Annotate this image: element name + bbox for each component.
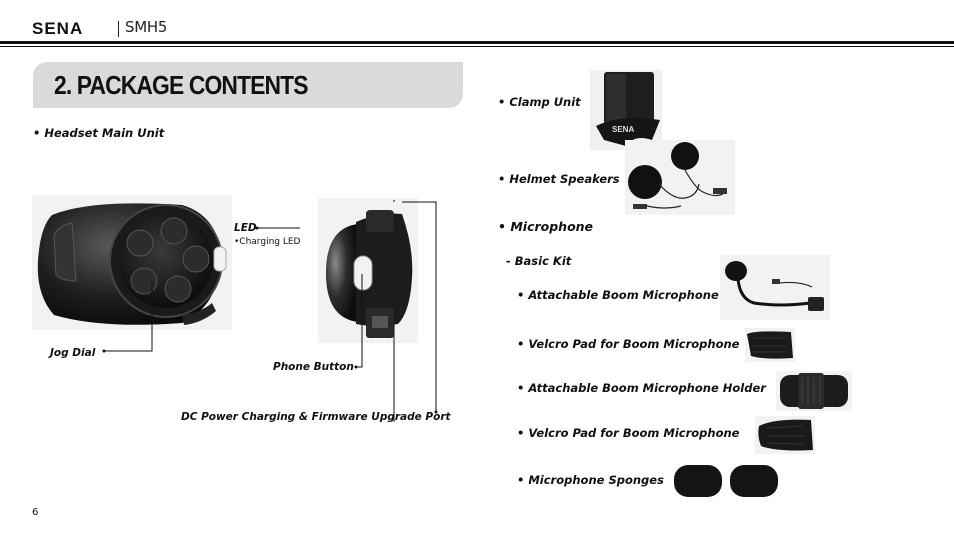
page-number: 6 [32, 507, 39, 518]
boom-microphone-holder-label: • Attachable Boom Microphone Holder [517, 381, 766, 395]
section-title-banner [33, 62, 463, 108]
section-title: 2. PACKAGE CONTENTS [54, 70, 309, 100]
headset-main-unit-label: • Headset Main Unit [33, 126, 165, 140]
velcro-pad-image-1 [745, 328, 795, 362]
microphone-sponges-label: • Microphone Sponges [517, 473, 664, 487]
microphone-sponges-image [672, 462, 782, 500]
boom-microphone-holder-image [776, 371, 852, 411]
svg-text:SENA: SENA [612, 125, 634, 134]
basic-kit-label: - Basic Kit [506, 254, 572, 268]
svg-text:SENA: SENA [32, 19, 83, 37]
dc-port-callout: DC Power Charging & Firmware Upgrade Por… [181, 411, 451, 423]
velcro-pad-label-1: • Velcro Pad for Boom Microphone [517, 337, 740, 351]
boom-microphone-image [720, 255, 830, 320]
sena-logo: SENA [32, 19, 83, 37]
charging-led-callout: •Charging LED [234, 237, 301, 247]
page-header: SENA SMH5 [0, 0, 954, 47]
phone-button-callout: Phone Button [273, 361, 354, 373]
jog-dial-callout: Jog Dial [50, 347, 96, 359]
header-rule [0, 41, 954, 44]
model-name: SMH5 [125, 18, 168, 36]
clamp-unit-label: • Clamp Unit [498, 95, 581, 109]
headset-front-image [32, 195, 232, 330]
callout-lines [102, 200, 438, 422]
header-rule-thin [0, 46, 954, 47]
header-separator [118, 21, 119, 37]
helmet-speakers-label: • Helmet Speakers [498, 172, 620, 186]
velcro-pad-image-2 [755, 416, 815, 454]
velcro-pad-label-2: • Velcro Pad for Boom Microphone [517, 426, 740, 440]
clamp-unit-image: SENA [590, 70, 662, 150]
attachable-boom-microphone-label: • Attachable Boom Microphone [517, 288, 719, 302]
helmet-speakers-image [625, 140, 735, 215]
microphone-label: • Microphone [498, 219, 594, 234]
headset-side-image [318, 198, 418, 343]
led-callout: LED [234, 222, 257, 234]
